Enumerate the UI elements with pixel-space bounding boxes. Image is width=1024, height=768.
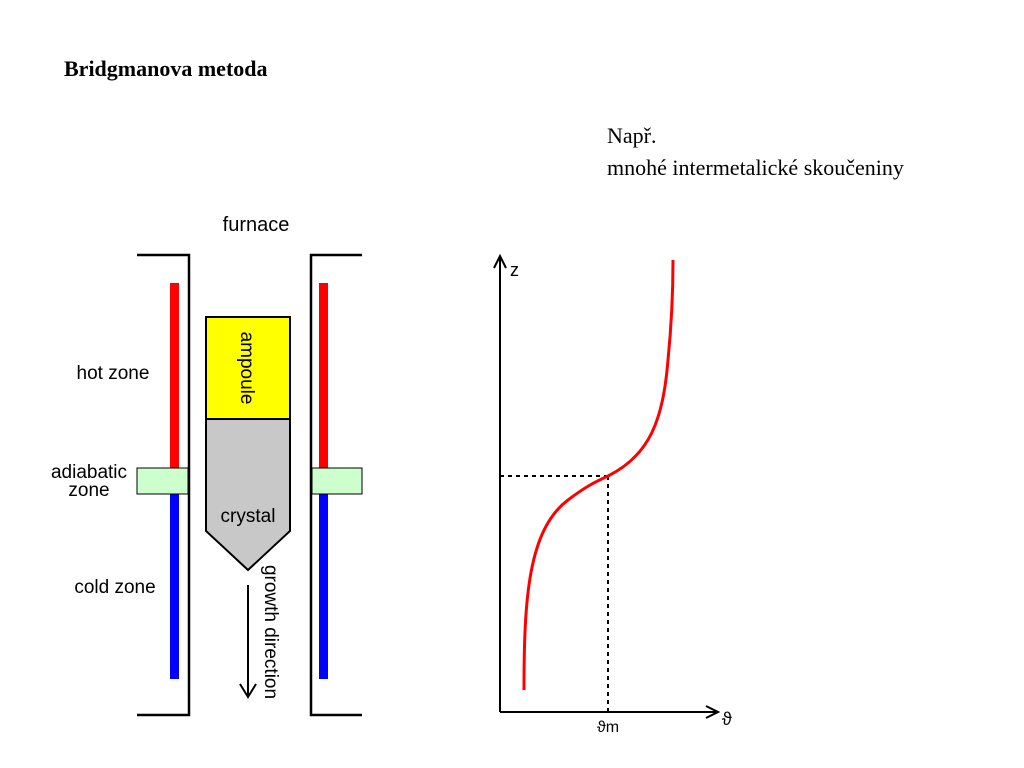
example-heading: Např. [607,123,657,148]
furnace-label: furnace [223,214,290,236]
theta-axis-arrowhead [705,705,721,719]
furnace-wall-left [137,253,191,717]
temperature-curve [522,259,675,691]
example-note: Např. mnohé intermetalické skoučeniny [607,120,904,184]
cold-zone-label: cold zone [74,577,155,598]
adiabatic-zone-right [311,467,363,495]
adiabatic-zone-left [136,467,189,495]
hot-heater-left [170,283,179,468]
furnace-diagram: furnace ampoule crystal growth direction… [51,214,363,717]
ampoule [205,316,291,420]
z-axis-label: z [510,260,519,280]
growth-direction-arrowhead [239,683,257,699]
hot-heater-right [319,283,328,468]
ampoule-label: ampoule [236,332,257,405]
cold-heater-right [319,494,328,679]
adiabatic-zone-label: adiabatic [51,462,127,483]
crystal-label: crystal [221,506,276,527]
z-axis-arrowhead [493,253,507,269]
example-text: mnohé intermetalické skoučeniny [607,155,904,180]
melting-point-label: ϑm [597,719,619,736]
furnace-wall-right [309,253,362,717]
crystal [205,418,291,572]
temperature-profile-graph: z ϑ ϑm [493,253,732,736]
page-title: Bridgmanova metoda [64,56,268,81]
hot-zone-label: hot zone [77,363,150,384]
cold-heater-left [170,494,179,679]
adiabatic-zone-label-line2: zone [68,480,109,501]
theta-axis-label: ϑ [722,709,732,729]
growth-direction-label: growth direction [260,565,281,699]
